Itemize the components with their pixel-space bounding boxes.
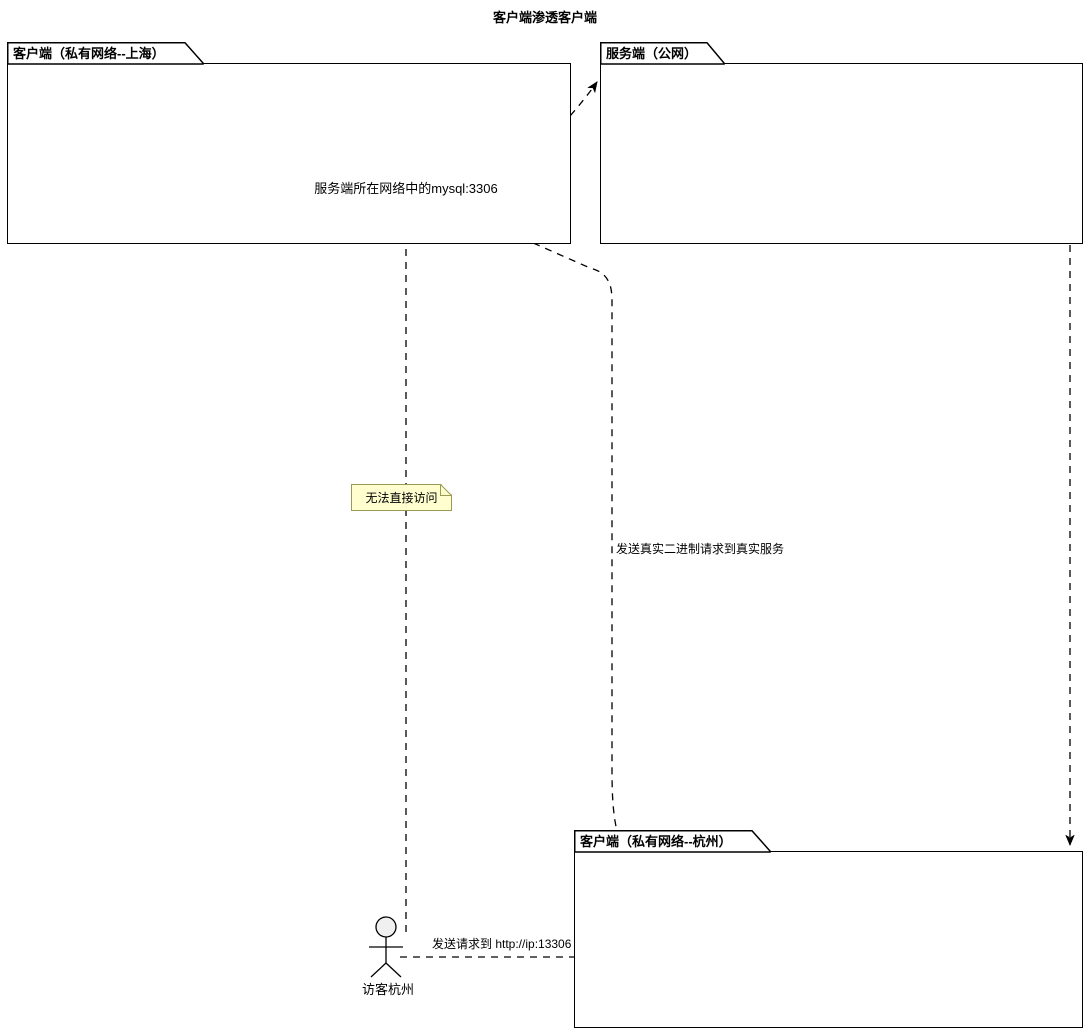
package-body-hangzhou	[574, 851, 1083, 1028]
package-tab-shape	[7, 42, 204, 65]
package-label-shanghai: 客户端（私有网络--上海）	[13, 46, 165, 61]
package-body-shanghai	[7, 63, 571, 244]
package-label-hangzhou: 客户端（私有网络--杭州）	[580, 834, 732, 849]
diagram-title: 客户端渗透客户端	[492, 10, 597, 25]
package-tab-shape	[600, 42, 725, 65]
package-body-server	[600, 63, 1083, 244]
edge-hangzhou-to-mysql	[447, 204, 701, 939]
note-no-direct-access[interactable]: 无法直接访问	[351, 484, 452, 511]
actor-visitor-hangzhou[interactable]: 访客杭州	[358, 915, 418, 997]
package-shanghai-client[interactable]: 客户端（私有网络--上海） 上海客户端端口 上海默认UI页面端口:6004	[7, 42, 571, 244]
note-fold-line-icon	[440, 484, 452, 496]
note-fold-icon	[441, 484, 452, 495]
edge-label-send-request-http: 发送请求到 http://ip:13306	[432, 937, 572, 951]
package-label-server: 服务端（公网）	[606, 46, 698, 61]
note-text: 无法直接访问	[365, 491, 438, 505]
package-tab-shape	[574, 830, 771, 853]
actor-label: 访客杭州	[361, 982, 414, 997]
edge-label-real-binary-request: 发送真实二进制请求到真实服务	[616, 542, 785, 556]
package-server[interactable]: 服务端（公网） 服务端开放端口 默认UI页面端口:6001 默认tcp端口:70…	[600, 42, 1083, 244]
actor-stick-figure-icon	[369, 916, 403, 978]
database-label: 服务端所在网络中的mysql:3306	[314, 181, 498, 196]
package-hangzhou-client[interactable]: 客户端（私有网络--杭州） 客户端端口 客户端开放端口:13306 默认UI页面…	[574, 830, 1083, 1028]
